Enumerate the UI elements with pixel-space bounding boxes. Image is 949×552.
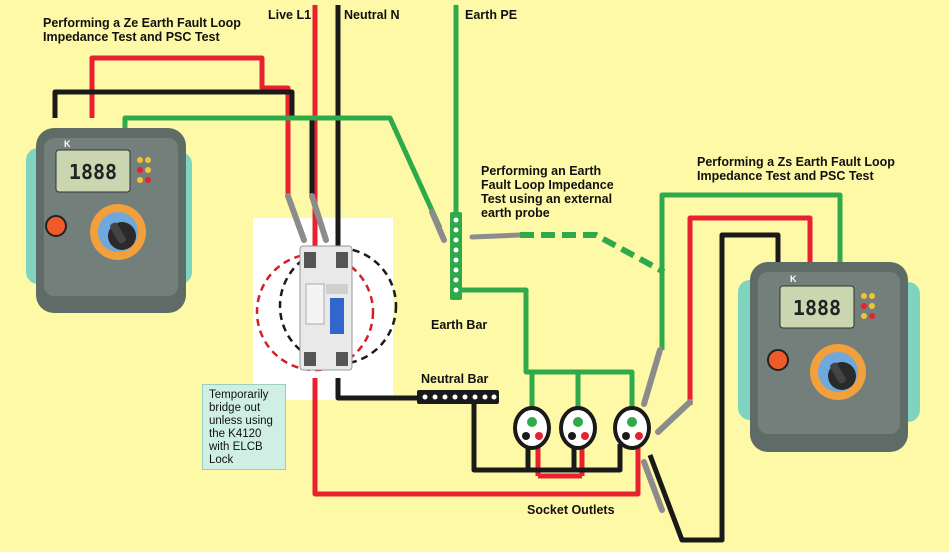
external-earth-probe [469,232,666,275]
probe-test-label: Performing an Earth Fault Loop Impedance… [481,164,614,220]
zs-test-label: Performing a Zs Earth Fault Loop Impedan… [697,155,895,183]
earth-bar-label: Earth Bar [431,318,488,332]
main-earth-wire [453,5,635,415]
earth-label: Earth PE [465,8,518,22]
right-tester-logo: K [790,274,797,284]
left-tester-logo: K [64,139,71,149]
left-tester-test-button [45,215,67,237]
right-tester-test-button [767,349,789,371]
earth-bar [450,212,462,300]
right-tester-probes [641,347,693,513]
left-tester-display [55,149,131,193]
ze-test-label: Performing a Ze Earth Fault Loop Impedan… [43,16,241,44]
neutral-label: Neutral N [344,8,400,22]
socket-outlet-3 [613,406,651,450]
right-tester: 1888 K [738,262,920,452]
neutral-bar [417,390,499,404]
elcb-device [299,245,353,371]
left-tester-probes [285,193,447,243]
left-tester: 1888 K [26,128,192,313]
live-label: Live L1 [268,8,312,22]
socket-outlets-label: Socket Outlets [527,503,615,517]
neutral-bar-terminals [422,394,497,400]
neutral-bar-label: Neutral Bar [421,372,489,386]
left-tester-reading: 1888 [69,160,117,184]
right-tester-reading: 1888 [793,296,841,320]
elcb-note: Temporarily bridge out unless using the … [202,384,286,470]
socket-outlet-2 [559,406,597,450]
earth-bar-terminals [453,217,459,293]
socket-outlet-1 [513,406,551,450]
right-tester-display [779,285,855,329]
main-neutral-wire [335,5,623,473]
